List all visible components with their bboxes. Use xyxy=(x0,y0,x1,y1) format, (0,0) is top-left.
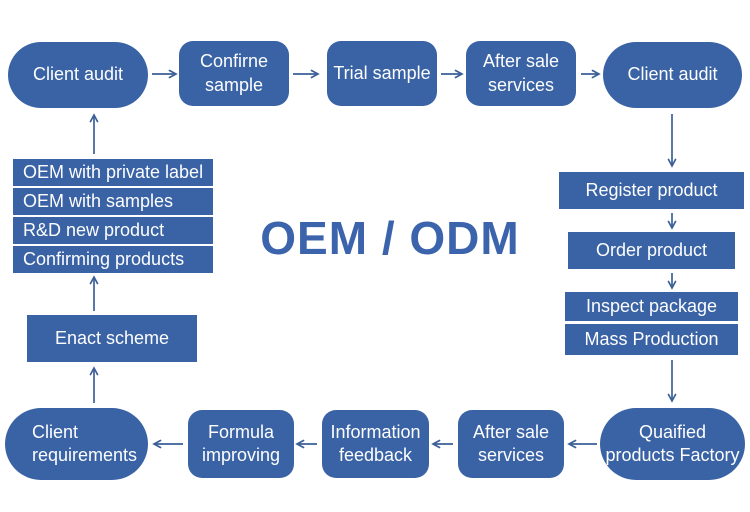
node-label: Inspect package xyxy=(585,295,718,316)
node-label: Mass Production xyxy=(584,328,719,349)
node-label: Enact scheme xyxy=(54,327,170,348)
node-client-audit-top: Client audit xyxy=(8,42,148,108)
node-label: OEM with private label xyxy=(23,161,204,182)
node-label: After sale services xyxy=(482,51,560,95)
node-confirne-sample: Confirne sample xyxy=(179,41,289,106)
node-label: Confirne sample xyxy=(199,51,269,95)
node-label: Quaified products Factory xyxy=(605,421,740,465)
node-label: Information feedback xyxy=(330,421,421,465)
node-label: OEM with samples xyxy=(23,190,174,211)
node-enact-scheme: Enact scheme xyxy=(27,315,197,362)
node-rd-new-product: R&D new product xyxy=(13,217,213,244)
node-label: After sale services xyxy=(472,421,550,465)
node-oem-with-private-label: OEM with private label xyxy=(13,159,213,186)
node-inspect-package: Inspect package xyxy=(565,292,738,321)
node-label: Trial sample xyxy=(333,62,431,83)
node-confirming-products: Confirming products xyxy=(13,246,213,273)
node-label: Client audit xyxy=(32,64,124,85)
node-oem-with-samples: OEM with samples xyxy=(13,188,213,215)
node-label: Formula improving xyxy=(201,421,281,465)
node-label: Confirming products xyxy=(23,248,185,269)
node-register-product: Register product xyxy=(559,172,744,209)
node-formula-improving: Formula improving xyxy=(188,410,294,478)
node-client-requirements: Client requirements xyxy=(5,408,148,480)
node-qualified-products-factory: Quaified products Factory xyxy=(600,408,745,480)
node-label: Register product xyxy=(585,179,718,200)
node-mass-production: Mass Production xyxy=(565,324,738,355)
node-label: Client audit xyxy=(627,64,718,85)
node-order-product: Order product xyxy=(568,232,735,269)
node-label: Order product xyxy=(595,239,708,260)
node-information-feedback: Information feedback xyxy=(322,410,429,478)
node-client-audit-right: Client audit xyxy=(603,42,742,108)
diagram-title: OEM / ODM xyxy=(260,212,520,264)
node-after-sale-services-bottom: After sale services xyxy=(458,410,564,478)
node-trial-sample: Trial sample xyxy=(327,41,437,106)
node-label: Client requirements xyxy=(32,421,138,465)
node-label: R&D new product xyxy=(23,219,165,240)
node-after-sale-services-top: After sale services xyxy=(466,41,576,106)
